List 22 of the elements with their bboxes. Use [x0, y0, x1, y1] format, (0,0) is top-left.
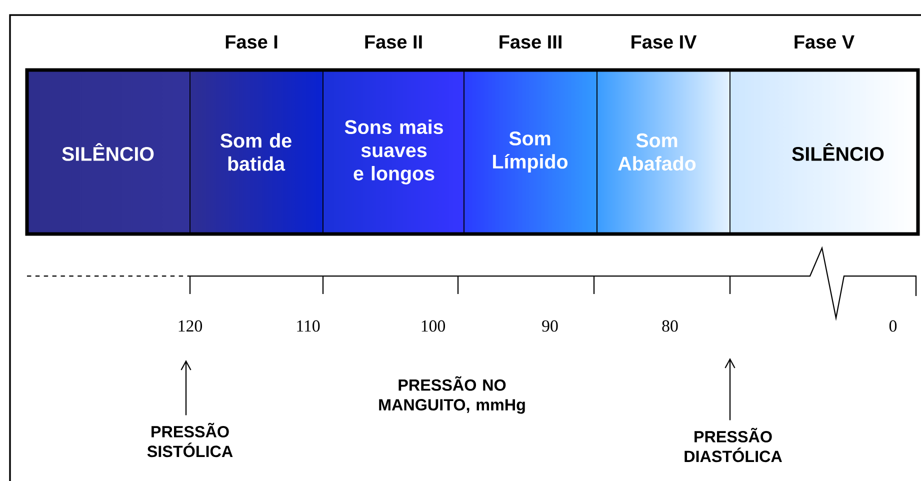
tick-label: 80	[662, 320, 678, 332]
arrow	[724, 358, 736, 420]
phase-heading: Fase I	[226, 35, 278, 49]
pressure-label: PRESSÃO DIASTÓLICA	[684, 428, 782, 462]
phase-heading: Fase II	[365, 35, 422, 49]
phase-heading: Fase V	[794, 35, 854, 49]
tick-label: 110	[297, 320, 320, 332]
phase-heading: Fase III	[500, 35, 562, 49]
band-text: SILÊNCIO	[62, 143, 154, 161]
tick-label: 0	[889, 320, 897, 332]
arrow	[180, 360, 192, 416]
band-text: Som Límpido	[493, 131, 568, 172]
tick-label: 120	[178, 320, 202, 332]
tick-label: 100	[422, 320, 445, 332]
band-text: Sons mais suaves e longos	[344, 120, 443, 184]
tick-label: 90	[542, 320, 558, 332]
band-text: Som de batida	[220, 133, 292, 171]
band-text: Som Abafado	[618, 133, 696, 171]
pressure-label: PRESSÃO SISTÓLICA	[147, 422, 233, 458]
axis-title: PRESSÃO NO MANGUITO, mmHg	[379, 376, 525, 414]
phase-heading: Fase IV	[632, 35, 697, 49]
band-text: SILÊNCIO	[792, 143, 884, 161]
